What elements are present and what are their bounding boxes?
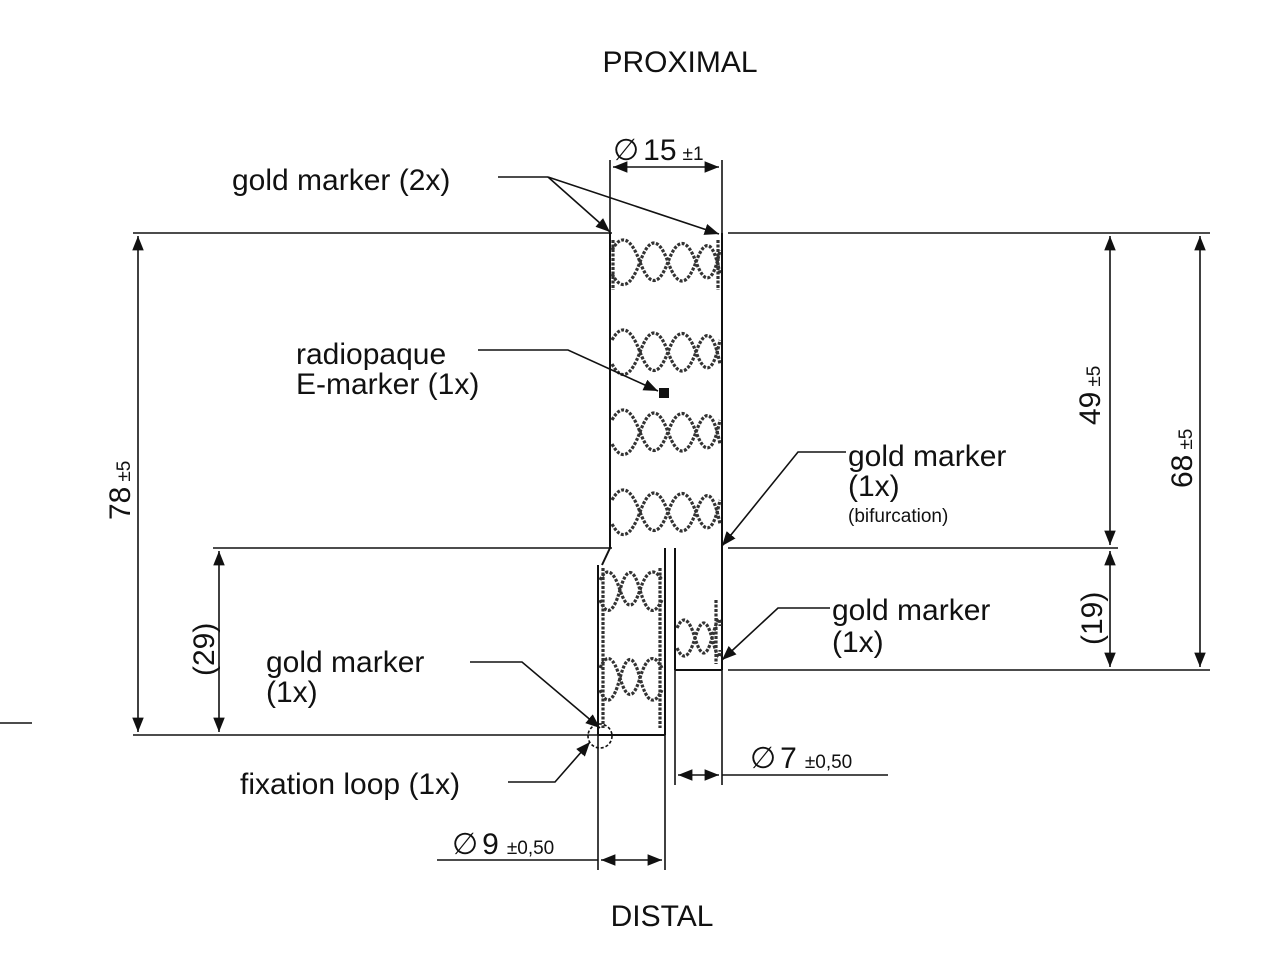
dim-78: 78±5 (104, 461, 137, 520)
proximal-label: PROXIMAL (602, 46, 757, 79)
extension-lines (0, 160, 1210, 870)
leader-gold-2x-left (547, 176, 611, 233)
callout-gold-left-line1: gold marker (266, 646, 424, 679)
callout-radiopaque-line1: radiopaque (296, 338, 446, 371)
callout-gold-bif-note: (bifurcation) (848, 506, 948, 527)
callout-radiopaque-line2: E-marker (1x) (296, 368, 479, 401)
dim-29: (29) (188, 623, 221, 676)
dim-d9: ∅9±0,50 (452, 828, 554, 861)
e-marker (659, 388, 669, 398)
leader-e-marker (478, 349, 659, 392)
callout-gold-right-line2: (1x) (832, 626, 884, 659)
dim-d7: ∅7±0,50 (750, 742, 852, 775)
main-body-stents (610, 238, 722, 537)
contralateral-leg (674, 548, 723, 671)
dim-68: 68±5 (1166, 429, 1199, 488)
leader-fixation-loop (508, 741, 591, 783)
ipsilateral-leg (597, 547, 666, 736)
callout-gold-right-line1: gold marker (832, 594, 990, 627)
dim-49: 49±5 (1074, 366, 1107, 425)
callout-gold-bif-line1: gold marker (848, 440, 1006, 473)
callout-gold-bif-line2: (1x) (848, 470, 900, 503)
dim-19: (19) (1076, 592, 1109, 645)
dim-d15: ∅15±1 (613, 134, 704, 167)
leader-gold-left (470, 661, 601, 729)
leader-gold-right (721, 607, 830, 661)
leader-gold-bif (721, 451, 846, 547)
callout-fixation-loop: fixation loop (1x) (240, 768, 460, 801)
leader-gold-2x-right (547, 176, 720, 235)
main-body (609, 233, 723, 548)
fixation-loop-circle (587, 723, 613, 749)
distal-label: DISTAL (611, 900, 714, 933)
callout-gold-left-line2: (1x) (266, 676, 318, 709)
callout-gold-marker-2x: gold marker (2x) (232, 164, 450, 197)
